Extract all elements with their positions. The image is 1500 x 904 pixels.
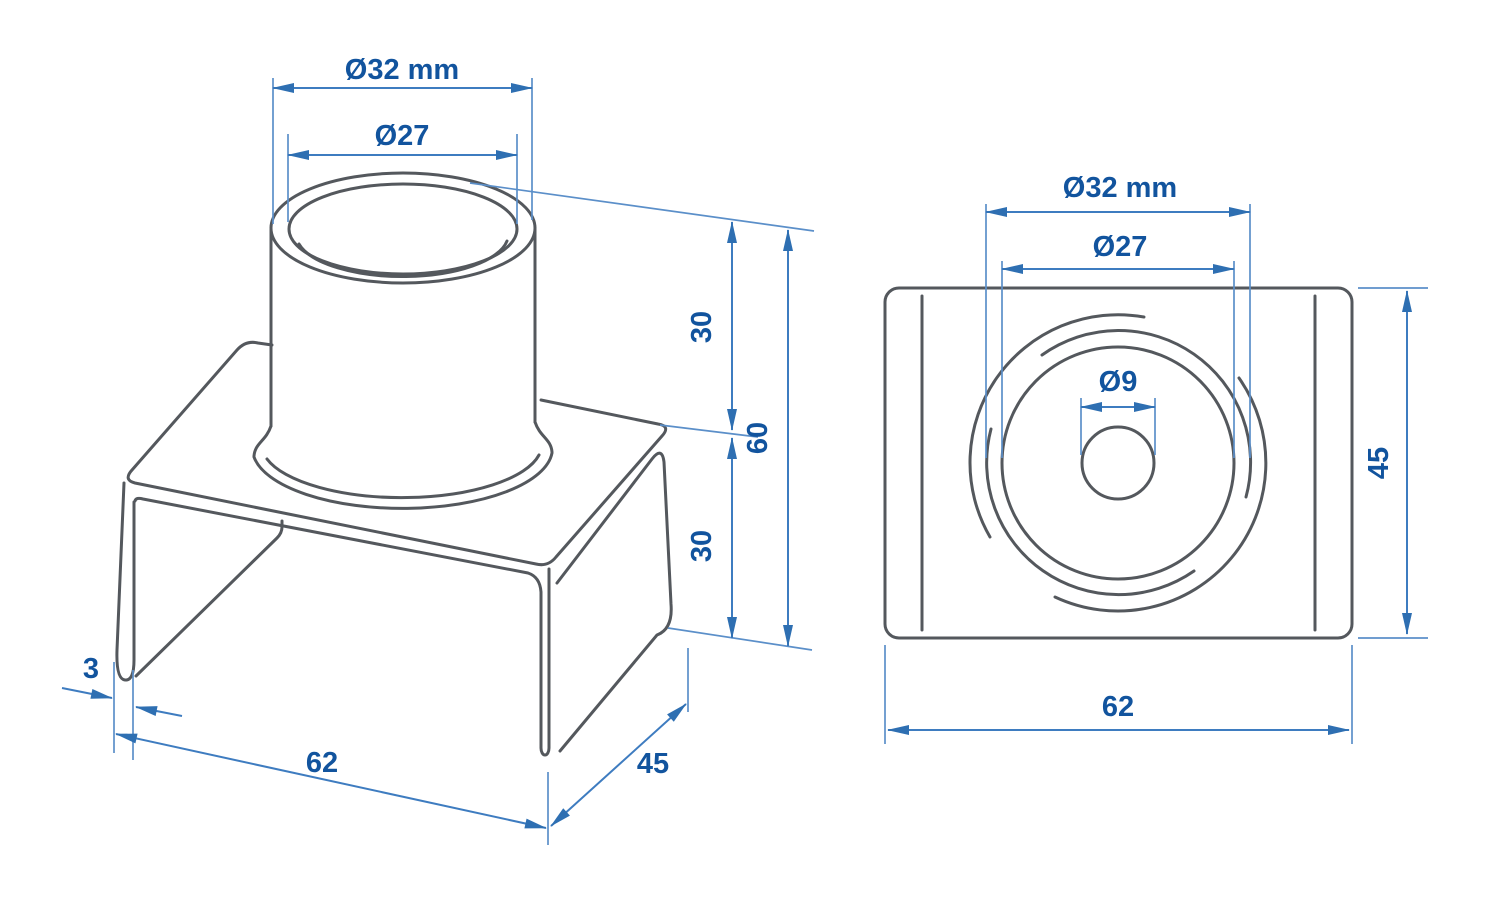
- front-dim-inner-diameter: Ø27: [1001, 231, 1235, 458]
- iso-dim-label-total-height: 60: [742, 422, 774, 454]
- iso-tube-inner-wall: [297, 239, 509, 279]
- iso-bracket-right-leg: [555, 451, 673, 753]
- front-hole-circle: [1080, 425, 1156, 501]
- iso-tube-inner-rim: [287, 182, 519, 276]
- iso-dim-depth: 45: [550, 648, 689, 827]
- iso-collar-outer-arc: [252, 451, 554, 510]
- front-plate-outline: [883, 286, 1354, 640]
- iso-dim-outer-diameter: Ø32 mm: [272, 54, 533, 224]
- iso-bracket-left-leg: [115, 481, 136, 682]
- iso-dim-lower-height: 30: [686, 437, 737, 639]
- iso-ext-mid: [659, 424, 759, 438]
- iso-tube-outer-rim: [269, 171, 537, 285]
- front-dim-label-hole-diameter: Ø9: [1099, 366, 1138, 398]
- front-dim-hole-diameter: Ø9: [1080, 366, 1156, 455]
- iso-bracket-front-edge: [133, 496, 551, 757]
- iso-dim-label-outer-diameter: Ø32 mm: [345, 54, 459, 86]
- front-tube-inner-circle: [1000, 345, 1236, 581]
- iso-dim-label-upper-height: 30: [686, 311, 718, 343]
- iso-ext-bottom: [667, 627, 813, 651]
- isometric-view: Ø32 mm Ø27 30 30 60: [61, 54, 815, 845]
- front-dim-height: 45: [1358, 287, 1428, 639]
- iso-dim-length: 62: [115, 733, 549, 845]
- iso-dim-upper-height: 30: [686, 221, 737, 431]
- front-dim-label-outer-diameter: Ø32 mm: [1063, 172, 1177, 204]
- front-dim-label-height: 45: [1363, 447, 1395, 479]
- iso-collar-inner-arc: [265, 453, 541, 500]
- iso-bracket-plate: [126, 340, 668, 567]
- iso-collar-right-flare: [533, 420, 554, 454]
- iso-dim-label-inner-diameter: Ø27: [375, 120, 430, 152]
- iso-collar-left-flare: [252, 424, 273, 458]
- iso-bracket-inner-edge: [134, 519, 284, 678]
- iso-dim-label-length: 62: [306, 747, 338, 779]
- iso-dim-total-height: 60: [742, 229, 793, 647]
- front-dim-width: 62: [884, 645, 1353, 744]
- iso-dim-wall-thickness: 3: [61, 653, 183, 760]
- iso-dim-label-wall-thickness: 3: [83, 653, 99, 685]
- front-view: Ø32 mm Ø27 Ø9 45 62: [883, 172, 1428, 744]
- iso-dim-label-lower-height: 30: [686, 530, 718, 562]
- front-collar-arc-2: [968, 313, 1146, 539]
- front-tube-outer-arc-1: [985, 427, 1196, 597]
- front-dim-label-inner-diameter: Ø27: [1093, 231, 1148, 263]
- front-dim-label-width: 62: [1102, 691, 1134, 723]
- front-dim-outer-diameter: Ø32 mm: [985, 172, 1251, 458]
- iso-dim-inner-diameter: Ø27: [287, 120, 518, 224]
- iso-dim-label-depth: 45: [637, 748, 669, 780]
- iso-ext-top: [469, 182, 815, 232]
- front-collar-arc-1: [1053, 376, 1268, 613]
